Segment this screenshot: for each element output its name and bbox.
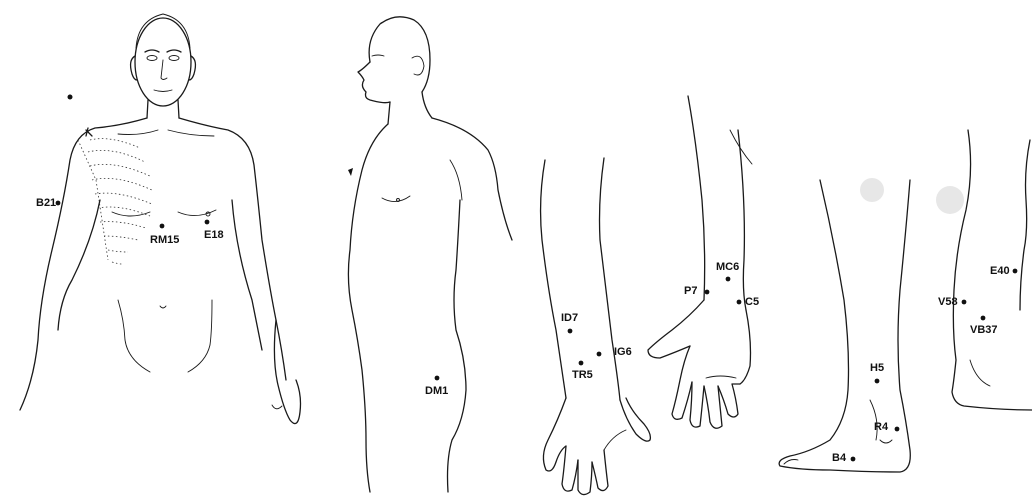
texture-smudge: [860, 178, 884, 202]
point-id7[interactable]: ID7: [561, 312, 578, 333]
point-b21[interactable]: B21: [36, 197, 60, 209]
point-dm1[interactable]: DM1: [425, 376, 448, 397]
svg-text:VB37: VB37: [970, 324, 998, 336]
side-body-figure: [348, 17, 512, 492]
point-mc6[interactable]: MC6: [716, 261, 739, 281]
rib-cage-overlay: [78, 139, 152, 264]
point-h5[interactable]: H5: [870, 362, 884, 383]
point-e18[interactable]: E18: [204, 220, 224, 241]
svg-text:R4: R4: [874, 421, 889, 433]
point-ig6[interactable]: IG6: [597, 346, 632, 358]
svg-text:B21: B21: [36, 197, 56, 209]
acupuncture-points: B21 RM15 E18 DM1 ID7 IG6 TR5: [36, 197, 1017, 464]
svg-text:ID7: ID7: [561, 312, 578, 324]
texture-smudge: [936, 186, 964, 214]
front-torso-figure: [20, 14, 301, 424]
svg-text:B4: B4: [832, 452, 847, 464]
lower-leg-lateral-figure: [936, 130, 1032, 410]
point-v58[interactable]: V58: [938, 296, 966, 308]
svg-text:RM15: RM15: [150, 234, 179, 246]
svg-text:V58: V58: [938, 296, 958, 308]
point-e40[interactable]: E40: [990, 265, 1017, 277]
svg-text:E40: E40: [990, 265, 1010, 277]
svg-text:IG6: IG6: [614, 346, 632, 358]
svg-text:TR5: TR5: [572, 369, 593, 381]
point-c5[interactable]: C5: [737, 296, 759, 308]
point-r4[interactable]: R4: [874, 421, 899, 433]
point-vb37[interactable]: VB37: [970, 316, 998, 336]
svg-text:E18: E18: [204, 229, 224, 241]
svg-text:P7: P7: [684, 285, 697, 297]
forearm-dorsal-figure: [541, 158, 651, 495]
svg-text:H5: H5: [870, 362, 884, 374]
lower-leg-medial-figure: [779, 178, 910, 472]
svg-text:MC6: MC6: [716, 261, 739, 273]
point-b4[interactable]: B4: [832, 452, 855, 464]
svg-text:DM1: DM1: [425, 385, 448, 397]
point-rm15[interactable]: RM15: [150, 224, 179, 246]
svg-text:C5: C5: [745, 296, 759, 308]
point-tr5[interactable]: TR5: [572, 361, 593, 381]
point-p7[interactable]: P7: [684, 285, 709, 297]
